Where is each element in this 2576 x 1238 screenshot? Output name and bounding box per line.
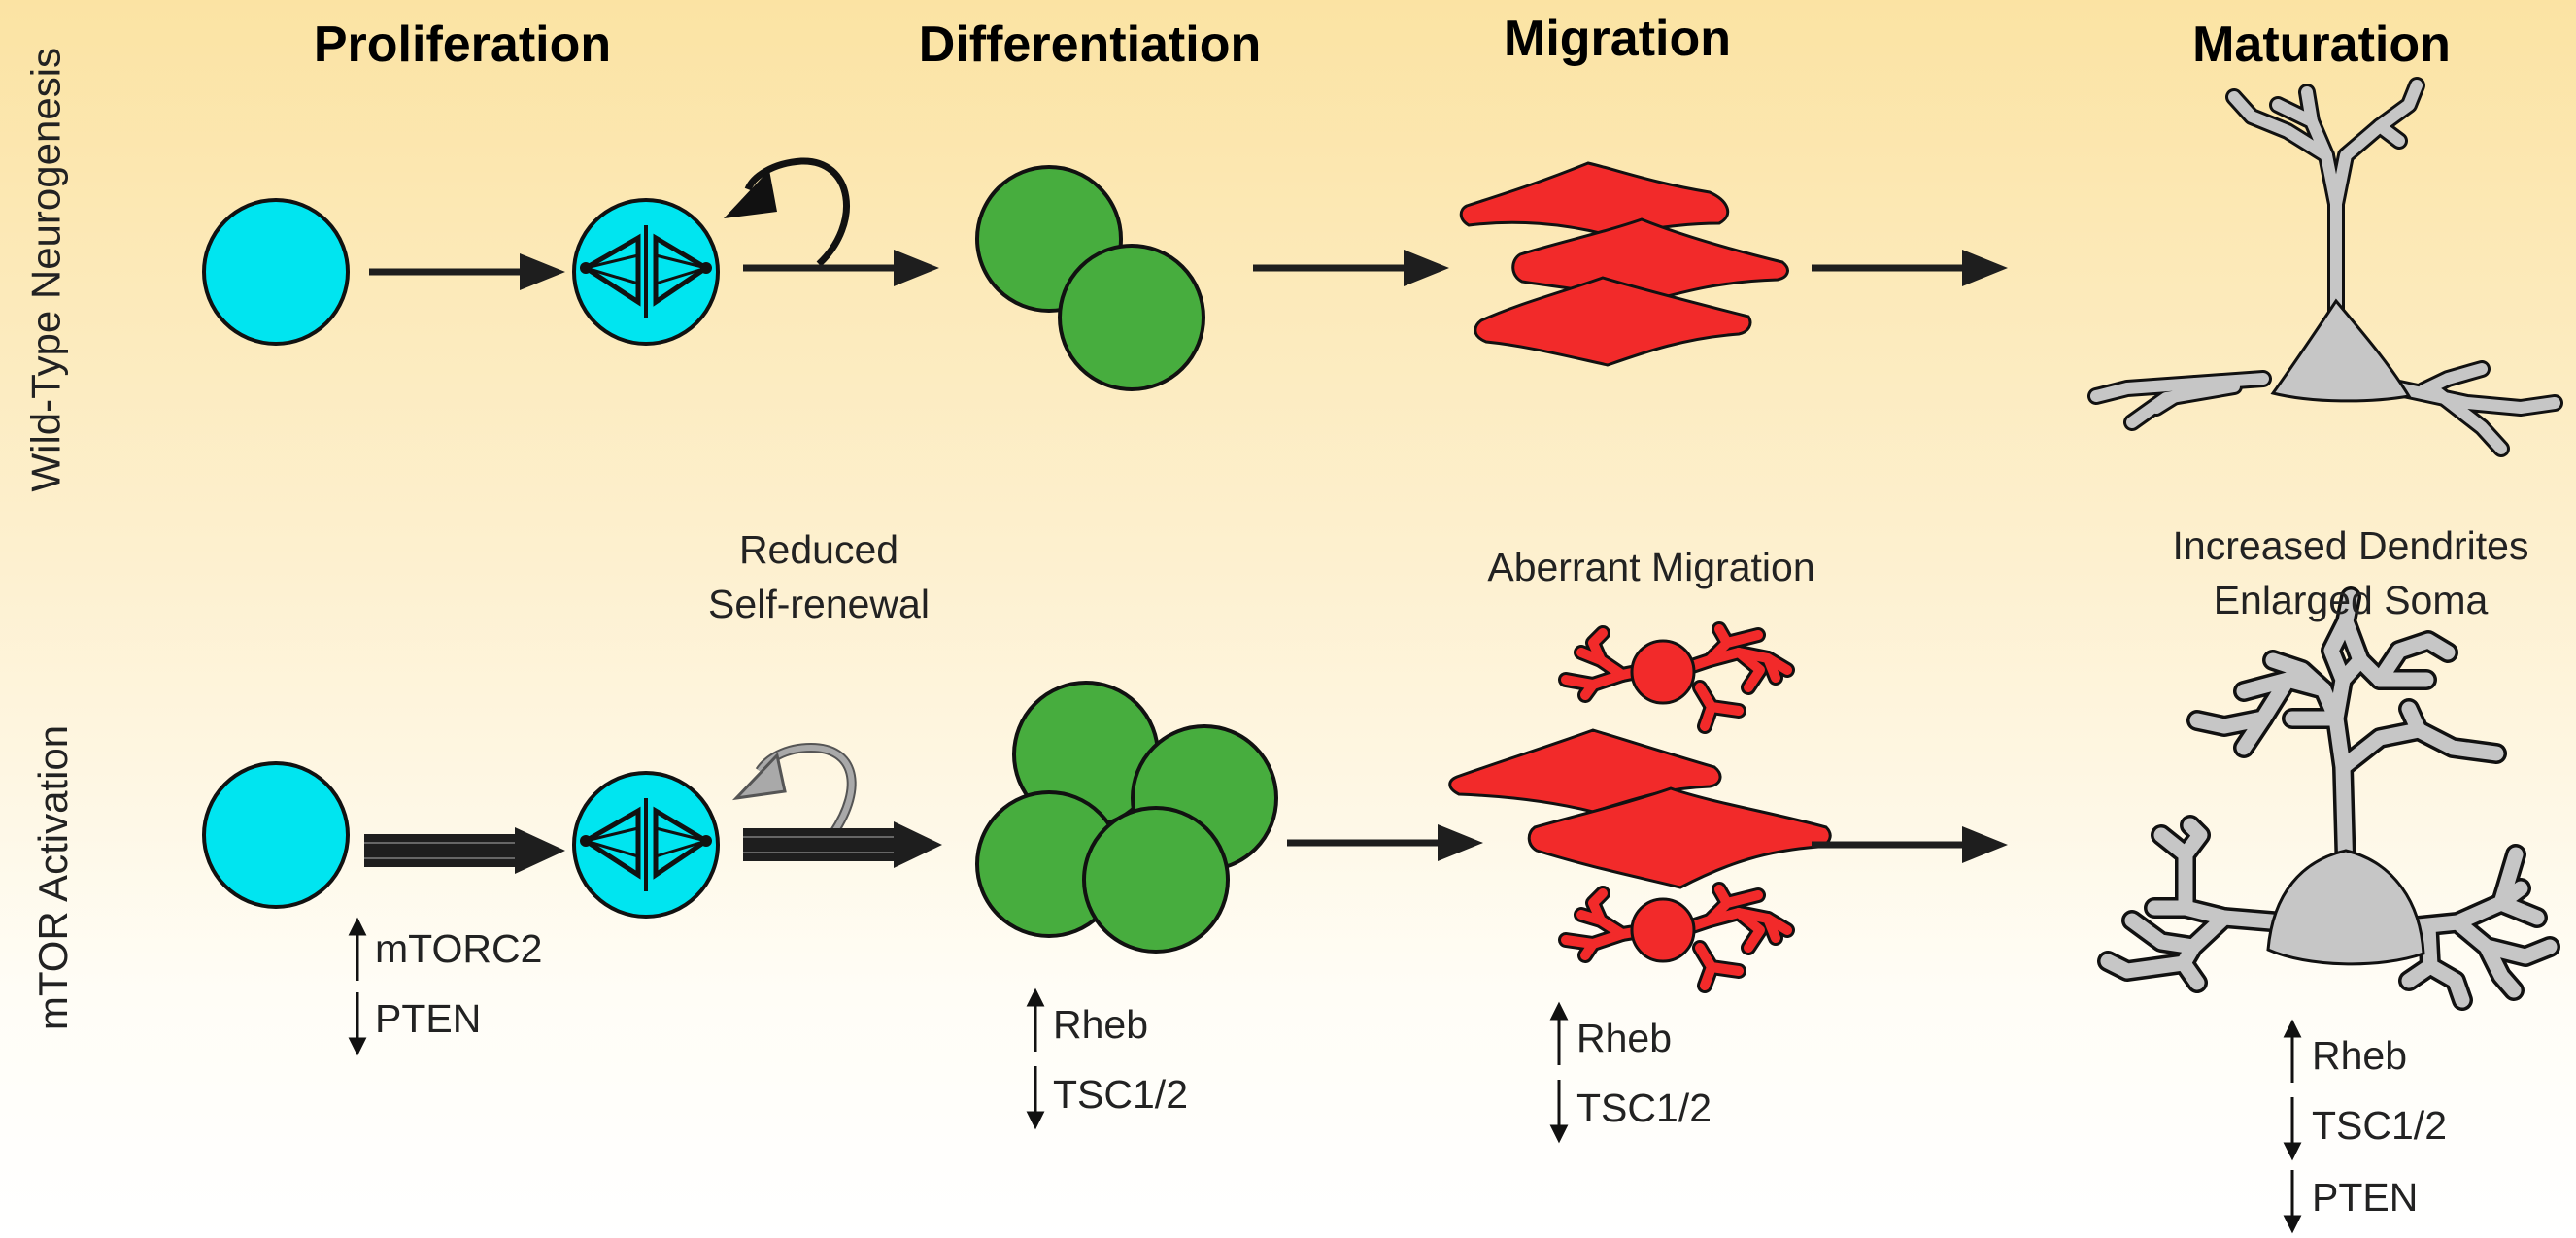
wt-arrow-3 <box>1253 250 1449 286</box>
mtor-migrating-cells <box>1448 728 1832 889</box>
regulator-arrows-differentiation <box>1026 987 1045 1130</box>
wt-mature-neuron <box>2087 77 2563 457</box>
wt-progenitor-cell <box>202 198 350 346</box>
regulator-label: Rheb <box>1053 1002 1149 1047</box>
mtor-enlarged-neuron <box>2097 586 2560 1011</box>
regulator-label: Rheb <box>1576 1016 1673 1060</box>
wt-differentiating-cells <box>975 165 1205 391</box>
note-enlarged-soma: Enlarged Soma <box>2213 578 2489 622</box>
row-label-wild-type: Wild-Type Neurogenesis <box>22 47 69 492</box>
regulator-label: PTEN <box>375 996 482 1041</box>
note-aberrant-migration: Aberrant Migration <box>1487 545 1815 589</box>
regulator-label: TSC1/2 <box>1576 1086 1712 1130</box>
stage-title-maturation: Maturation <box>2192 17 2451 73</box>
row-label-mtor-activation: mTOR Activation <box>30 724 76 1031</box>
note-increased-dendrites: Increased Dendrites <box>2172 523 2529 568</box>
mtor-progenitor-cell <box>202 761 350 909</box>
regulator-label: TSC1/2 <box>1053 1072 1188 1117</box>
regulator-label: PTEN <box>2312 1175 2419 1220</box>
stage-title-proliferation: Proliferation <box>313 17 612 73</box>
note-self-renewal: Self-renewal <box>708 582 930 626</box>
mtor-arrow-3 <box>1287 824 1483 861</box>
mtor-aberrant-neuron-top <box>1558 621 1795 734</box>
regulator-label: mTORC2 <box>375 926 543 971</box>
mtor-arrow-1-thick <box>364 827 565 874</box>
wt-dividing-cell <box>572 198 720 346</box>
mtor-reduced-self-renewal-arrow <box>731 742 857 836</box>
mtor-dividing-cell <box>572 771 720 919</box>
regulator-arrows-migration <box>1549 1001 1569 1144</box>
stage-title-differentiation: Differentiation <box>918 17 1262 73</box>
mtor-arrow-2-thick <box>743 821 942 868</box>
mtor-arrow-4 <box>1812 826 2008 863</box>
wt-migrating-cells <box>1459 161 1789 367</box>
mtor-differentiating-cells <box>975 681 1278 954</box>
regulator-arrows-maturation <box>2283 1019 2302 1234</box>
wt-arrow-2 <box>743 250 939 286</box>
regulator-label: TSC1/2 <box>2312 1103 2447 1148</box>
regulator-label: Rheb <box>2312 1033 2408 1078</box>
regulator-arrows-proliferation <box>348 917 367 1056</box>
note-reduced: Reduced <box>738 527 899 572</box>
mtor-aberrant-neuron-bottom <box>1558 882 1795 993</box>
wt-arrow-4 <box>1812 250 2008 286</box>
wt-arrow-1 <box>369 253 565 290</box>
stage-title-migration: Migration <box>1504 11 1731 67</box>
wt-self-renewal-arrow <box>724 157 850 267</box>
